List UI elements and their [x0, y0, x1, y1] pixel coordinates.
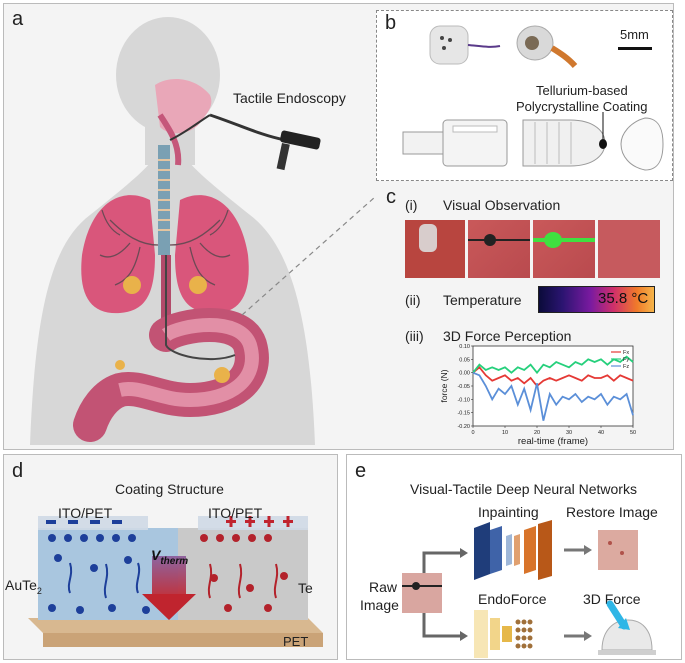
panel-d-letter: d — [12, 460, 24, 482]
x-tick-label: 30 — [566, 430, 572, 436]
force-line-chart: 0.10 0.05 0.00 -0.05 -0.10 -0.15 -0.200 10 20 30 4… — [439, 344, 636, 447]
y-tick-label: 0.00 — [459, 371, 470, 377]
raw-image-label-line2: Image — [360, 597, 399, 613]
x-tick-label: 10 — [502, 430, 508, 436]
scale-bar — [618, 47, 652, 50]
x-tick-label: 50 — [630, 430, 636, 436]
ito-pet-right-label: ITO/PET — [208, 505, 263, 521]
coating-label-line2: Polycrystalline Coating — [516, 99, 648, 114]
coating-structure-title: Coating Structure — [115, 481, 224, 497]
legend-label-fz: Fz — [623, 364, 629, 370]
restore-image-label: Restore Image — [566, 504, 658, 520]
legend-label-fx: Fx — [623, 350, 629, 356]
sub-ii-label: (ii) — [405, 292, 421, 308]
human-silhouette-illustration — [30, 17, 376, 445]
tactile-endoscopy-label: Tactile Endoscopy — [233, 90, 346, 106]
y-tick-label: -0.20 — [457, 424, 470, 430]
coating-structure-diagram — [28, 516, 323, 647]
y-tick-label: -0.05 — [457, 384, 470, 390]
sensor-photos — [429, 25, 578, 69]
force3d-label: 3D Force — [583, 591, 641, 607]
x-tick-label: 40 — [598, 430, 604, 436]
temperature-colorbar — [538, 286, 655, 313]
force-perception-title: 3D Force Perception — [443, 328, 572, 344]
vtherm-sub: therm — [160, 555, 189, 567]
autewo-sub: 2 — [36, 585, 42, 596]
sub-iii-label: (iii) — [405, 328, 424, 344]
visual-observation-title: Visual Observation — [443, 197, 561, 213]
autewo-label: AuTe2 — [5, 577, 42, 596]
scale-bar-label: 5mm — [620, 27, 649, 42]
vtherm-main: V — [151, 547, 161, 563]
y-axis-label: force (N) — [439, 369, 449, 402]
inpainting-label: Inpainting — [478, 504, 539, 520]
te-label: Te — [298, 580, 313, 596]
pet-label: PET — [283, 634, 309, 649]
ito-pet-left-label: ITO/PET — [58, 505, 113, 521]
x-axis-label: real-time (frame) — [518, 436, 588, 447]
panel-c-letter: c — [386, 186, 396, 208]
series-line-fz — [472, 371, 634, 421]
vtherm-label: Vtherm — [151, 547, 188, 567]
series-line-fy — [472, 355, 634, 375]
legend-label-fy: Fy — [623, 357, 629, 363]
y-tick-label: -0.15 — [457, 411, 470, 417]
coating-label-line1: Tellurium-based — [536, 83, 628, 98]
sub-i-label: (i) — [405, 197, 418, 213]
raw-image-label-line1: Raw — [369, 579, 398, 595]
panel-e-title: Visual-Tactile Deep Neural Networks — [410, 481, 637, 497]
autewo-main: AuTe — [5, 577, 37, 593]
y-tick-label: -0.10 — [457, 397, 470, 403]
temperature-value: 35.8 °C — [598, 290, 649, 307]
y-tick-label: 0.05 — [459, 357, 470, 363]
series-line-fx — [472, 366, 634, 388]
endoforce-label: EndoForce — [478, 591, 547, 607]
temperature-title: Temperature — [443, 292, 522, 308]
x-tick-label: 0 — [471, 430, 474, 436]
exploded-sensor-diagram — [402, 112, 664, 171]
panel-a-letter: a — [12, 8, 24, 30]
panel-e-letter: e — [355, 460, 367, 482]
y-tick-label: 0.10 — [459, 344, 470, 350]
x-tick-label: 20 — [534, 430, 540, 436]
panel-b-letter: b — [385, 12, 397, 34]
visual-observation-frames — [405, 220, 660, 278]
plot-frame — [472, 345, 634, 427]
neural-network-diagram — [402, 520, 656, 658]
